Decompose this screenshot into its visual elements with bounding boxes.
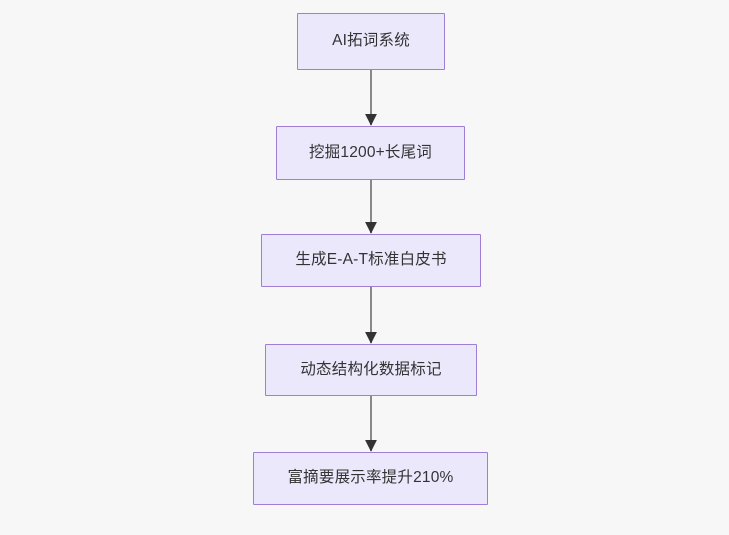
- flow-node-label: 生成E-A-T标准白皮书: [295, 251, 447, 269]
- flow-node-dynamic-structured-data-markup[interactable]: 动态结构化数据标记: [265, 344, 477, 396]
- flow-node-rich-snippet-impression-uplift[interactable]: 富摘要展示率提升210%: [253, 452, 488, 505]
- flow-node-ai-keyword-system[interactable]: AI拓词系统: [297, 13, 445, 70]
- flow-node-label: 富摘要展示率提升210%: [287, 469, 454, 487]
- flow-node-label: AI拓词系统: [332, 32, 410, 50]
- flow-node-generate-eat-whitepaper[interactable]: 生成E-A-T标准白皮书: [261, 234, 481, 287]
- flow-node-label: 挖掘1200+长尾词: [308, 143, 433, 161]
- flow-node-label: 动态结构化数据标记: [300, 360, 442, 378]
- flow-node-mine-longtail-keywords[interactable]: 挖掘1200+长尾词: [276, 126, 465, 180]
